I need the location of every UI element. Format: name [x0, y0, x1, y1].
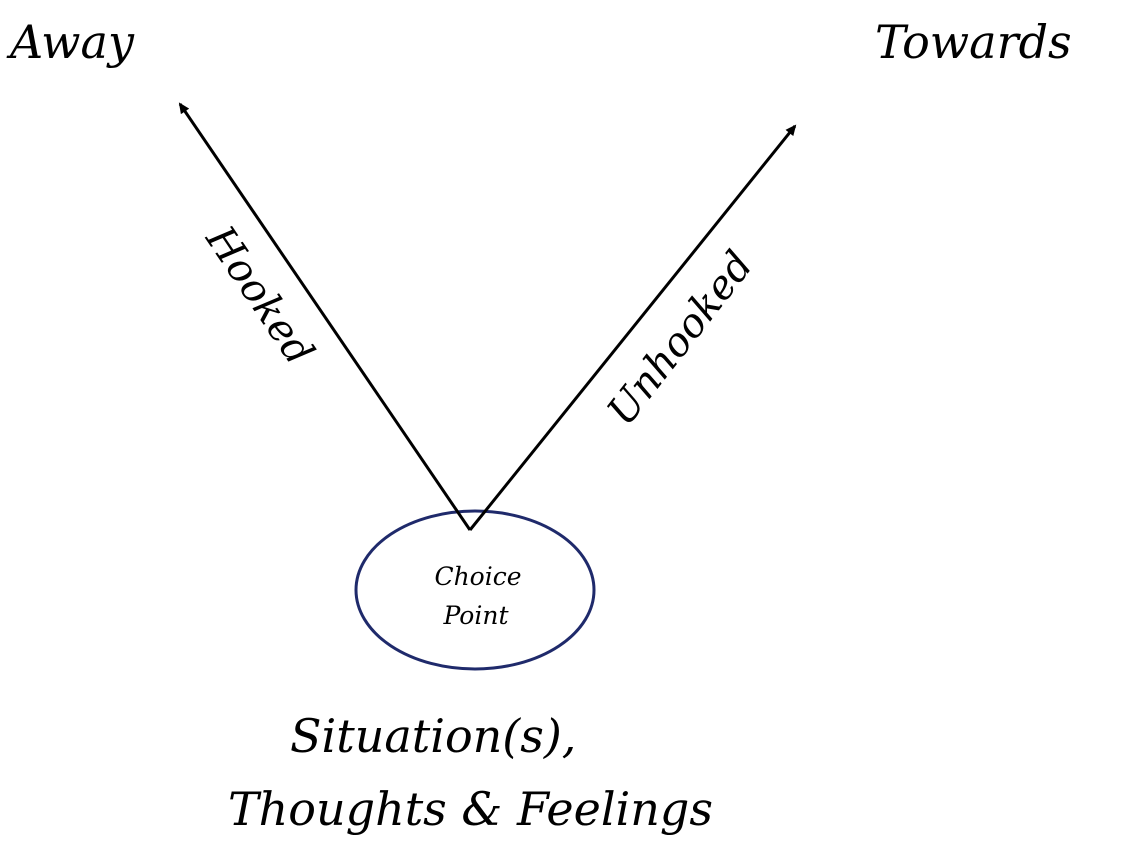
- away-label: Away: [6, 15, 135, 69]
- point-label: Point: [442, 601, 509, 630]
- hooked-label: Hooked: [196, 217, 322, 373]
- towards-arrow: [468, 124, 797, 531]
- away-arrow: [178, 102, 472, 531]
- choice-point-circle: [354, 509, 596, 671]
- choice-label: Choice: [434, 562, 521, 591]
- situation-label: Situation(s),: [290, 709, 576, 763]
- thoughts-feelings-label: Thoughts & Feelings: [228, 782, 713, 836]
- towards-label: Towards: [875, 15, 1072, 69]
